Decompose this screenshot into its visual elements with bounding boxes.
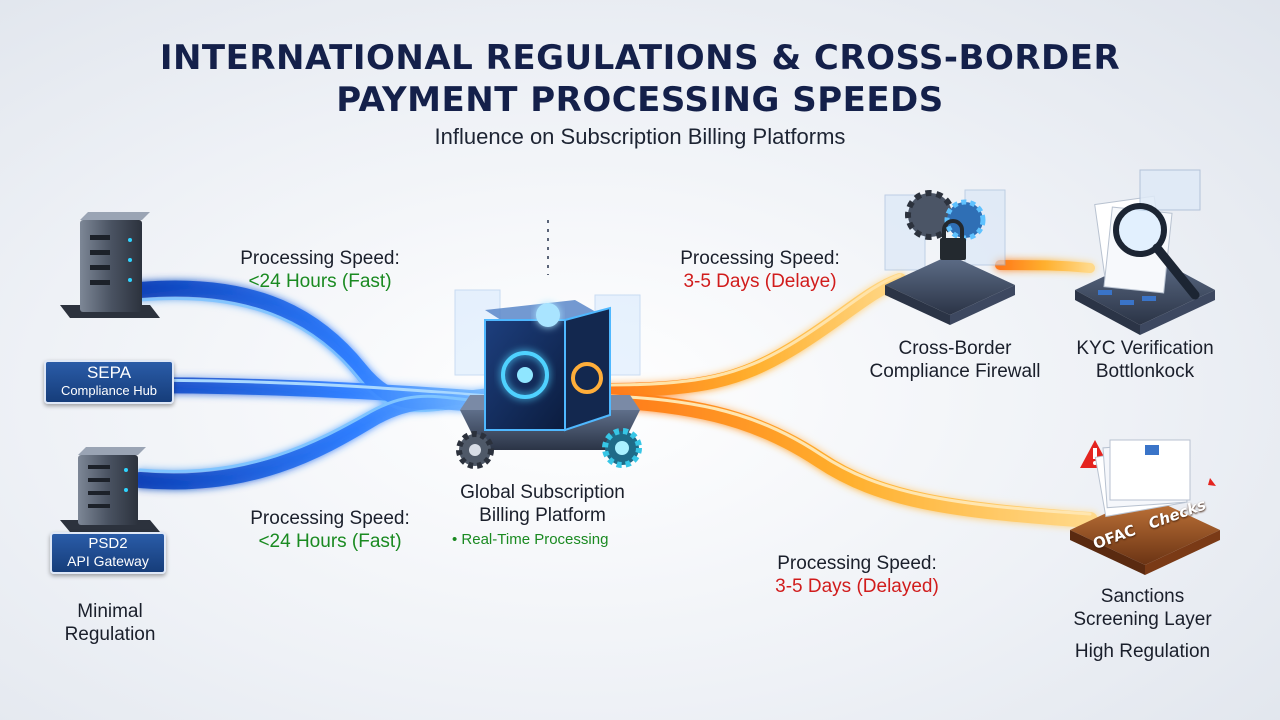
- speed-label: Processing Speed:: [660, 247, 860, 270]
- speed-label: Processing Speed:: [757, 552, 957, 575]
- speed-label-bottom-left: Processing Speed: <24 Hours (Fast): [225, 507, 435, 553]
- speed-label: Processing Speed:: [220, 247, 420, 270]
- speed-value: 3-5 Days (Delayed): [757, 575, 957, 598]
- minimal-regulation-label: Minimal Regulation: [40, 600, 180, 646]
- high-regulation-label: High Regulation: [1055, 640, 1230, 663]
- psd2-title: PSD2: [52, 534, 164, 553]
- sepa-title: SEPA: [46, 362, 172, 383]
- lock-icon: [885, 190, 1015, 325]
- speed-value: 3-5 Days (Delaye): [660, 270, 860, 293]
- kyc-label: KYC Verification Bottlonkock: [1060, 337, 1230, 383]
- psd2-badge: PSD2 API Gateway: [50, 532, 166, 574]
- firewall-line: Cross-Border: [855, 337, 1055, 360]
- speed-value: <24 Hours (Fast): [220, 270, 420, 293]
- firewall-line: Compliance Firewall: [855, 360, 1055, 383]
- platform-line: Global Subscription: [440, 481, 645, 504]
- billing-platform-icon: [455, 220, 640, 450]
- billing-platform-label: Global Subscription Billing Platform: [440, 481, 645, 527]
- server-icon-bottom: [60, 447, 160, 532]
- orange-flow-lower: [610, 400, 1090, 520]
- page-title: INTERNATIONAL REGULATIONS & CROSS-BORDER: [0, 38, 1280, 78]
- firewall-label: Cross-Border Compliance Firewall: [855, 337, 1055, 383]
- platform-line: Billing Platform: [440, 504, 645, 527]
- speed-value: <24 Hours (Fast): [225, 530, 435, 553]
- speed-label-top-left: Processing Speed: <24 Hours (Fast): [220, 247, 420, 293]
- server-icon-top: [60, 212, 160, 318]
- speed-label: Processing Speed:: [225, 507, 435, 530]
- gear-icon-right: [605, 431, 639, 465]
- realtime-status: • Real-Time Processing: [452, 531, 608, 548]
- sepa-badge: SEPA Compliance Hub: [44, 360, 174, 404]
- speed-label-top-right: Processing Speed: 3-5 Days (Delaye): [660, 247, 860, 293]
- speed-label-bottom-right: Processing Speed: 3-5 Days (Delayed): [757, 552, 957, 598]
- sanctions-line: Sanctions: [1055, 585, 1230, 608]
- regulation-line: Minimal: [40, 600, 180, 623]
- page-title-line-2: PAYMENT PROCESSING SPEEDS: [0, 80, 1280, 120]
- kyc-line: Bottlonkock: [1060, 360, 1230, 383]
- psd2-subtitle: API Gateway: [52, 553, 164, 570]
- sanctions-label: Sanctions Screening Layer: [1055, 585, 1230, 631]
- kyc-line: KYC Verification: [1060, 337, 1230, 360]
- regulation-line: Regulation: [40, 623, 180, 646]
- magnifier-icon: [1075, 170, 1215, 335]
- page-subtitle: Influence on Subscription Billing Platfo…: [0, 124, 1280, 150]
- gear-icon-left: [459, 434, 491, 466]
- sepa-subtitle: Compliance Hub: [46, 383, 172, 399]
- orange-flow-bundle: [610, 265, 1090, 520]
- sanctions-line: Screening Layer: [1055, 608, 1230, 631]
- orange-flow-to-kyc: [1000, 265, 1090, 268]
